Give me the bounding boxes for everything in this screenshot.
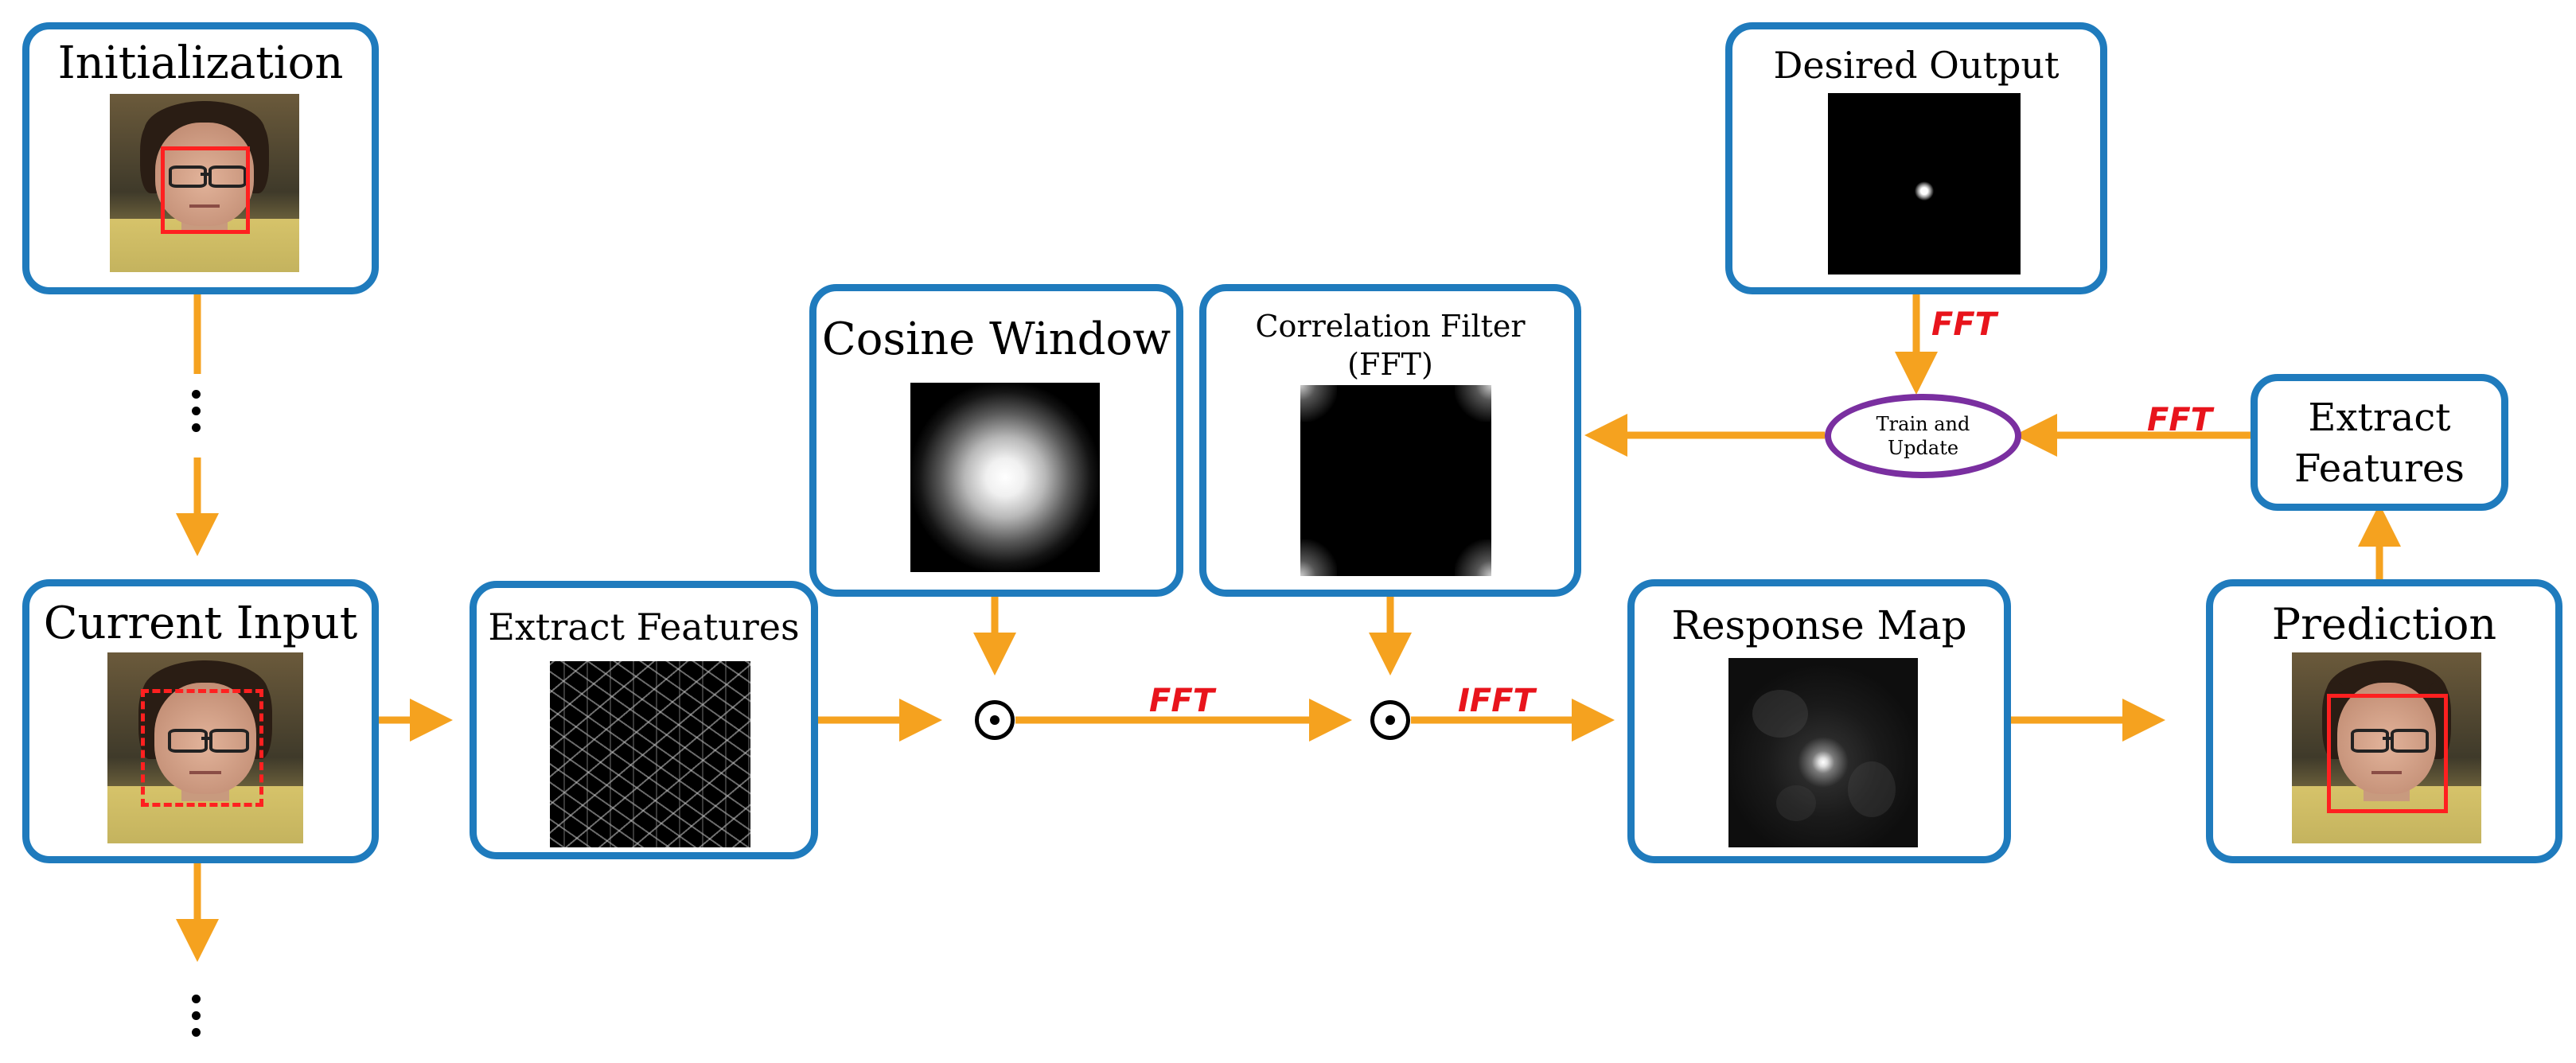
prediction-box: Prediction <box>2206 579 2562 863</box>
initialization-box: Initialization <box>22 22 379 294</box>
extract-features-title: Extract Features <box>488 605 800 648</box>
fft-label-extract: FFT <box>2147 402 2212 438</box>
current-input-face-image <box>107 652 303 843</box>
correlation-filter-image <box>1300 385 1491 576</box>
cosine-window-title: Cosine Window <box>821 313 1171 365</box>
hog-feature-image <box>550 661 750 847</box>
train-and-update-line2: Update <box>1887 437 1959 459</box>
response-map-title: Response Map <box>1671 602 1967 648</box>
initialization-bounding-box <box>161 146 250 234</box>
response-map-image <box>1728 658 1918 847</box>
correlation-filter-title-line2: (FFT) <box>1347 347 1433 382</box>
train-and-update-node: Train and Update <box>1825 394 2021 478</box>
correlation-filter-title-line1: Correlation Filter <box>1255 309 1526 344</box>
prediction-face-image <box>2292 652 2481 843</box>
cosine-window-box: Cosine Window <box>809 284 1183 597</box>
current-input-bounding-box <box>141 689 263 807</box>
prediction-bounding-box <box>2327 694 2448 813</box>
extract-features-box: Extract Features <box>470 581 818 859</box>
response-map-box: Response Map <box>1627 579 2011 863</box>
desired-output-box: Desired Output <box>1725 22 2107 294</box>
fft-label-main: FFT <box>1149 683 1214 719</box>
current-input-title: Current Input <box>43 598 358 649</box>
prediction-title: Prediction <box>2271 599 2497 649</box>
ellipsis-dots-lower <box>192 995 203 1045</box>
desired-output-image <box>1828 93 2021 275</box>
extract-features-side-box: Extract Features <box>2251 374 2508 511</box>
current-input-box: Current Input <box>22 579 379 863</box>
ellipsis-dots-upper <box>192 390 203 440</box>
desired-output-title: Desired Output <box>1773 44 2060 87</box>
elementwise-product-operator-2 <box>1370 700 1410 740</box>
train-and-update-line1: Train and <box>1876 413 1970 435</box>
elementwise-product-operator-1 <box>975 700 1015 740</box>
ifft-label-main: IFFT <box>1458 683 1535 719</box>
initialization-face-image <box>110 94 299 272</box>
correlation-filter-box: Correlation Filter (FFT) <box>1199 284 1581 597</box>
cosine-window-image <box>910 383 1100 572</box>
initialization-title: Initialization <box>57 37 344 89</box>
fft-label-desired: FFT <box>1931 306 1997 343</box>
extract-features-side-line2: Features <box>2294 446 2465 491</box>
extract-features-side-line1: Extract <box>2308 395 2451 440</box>
